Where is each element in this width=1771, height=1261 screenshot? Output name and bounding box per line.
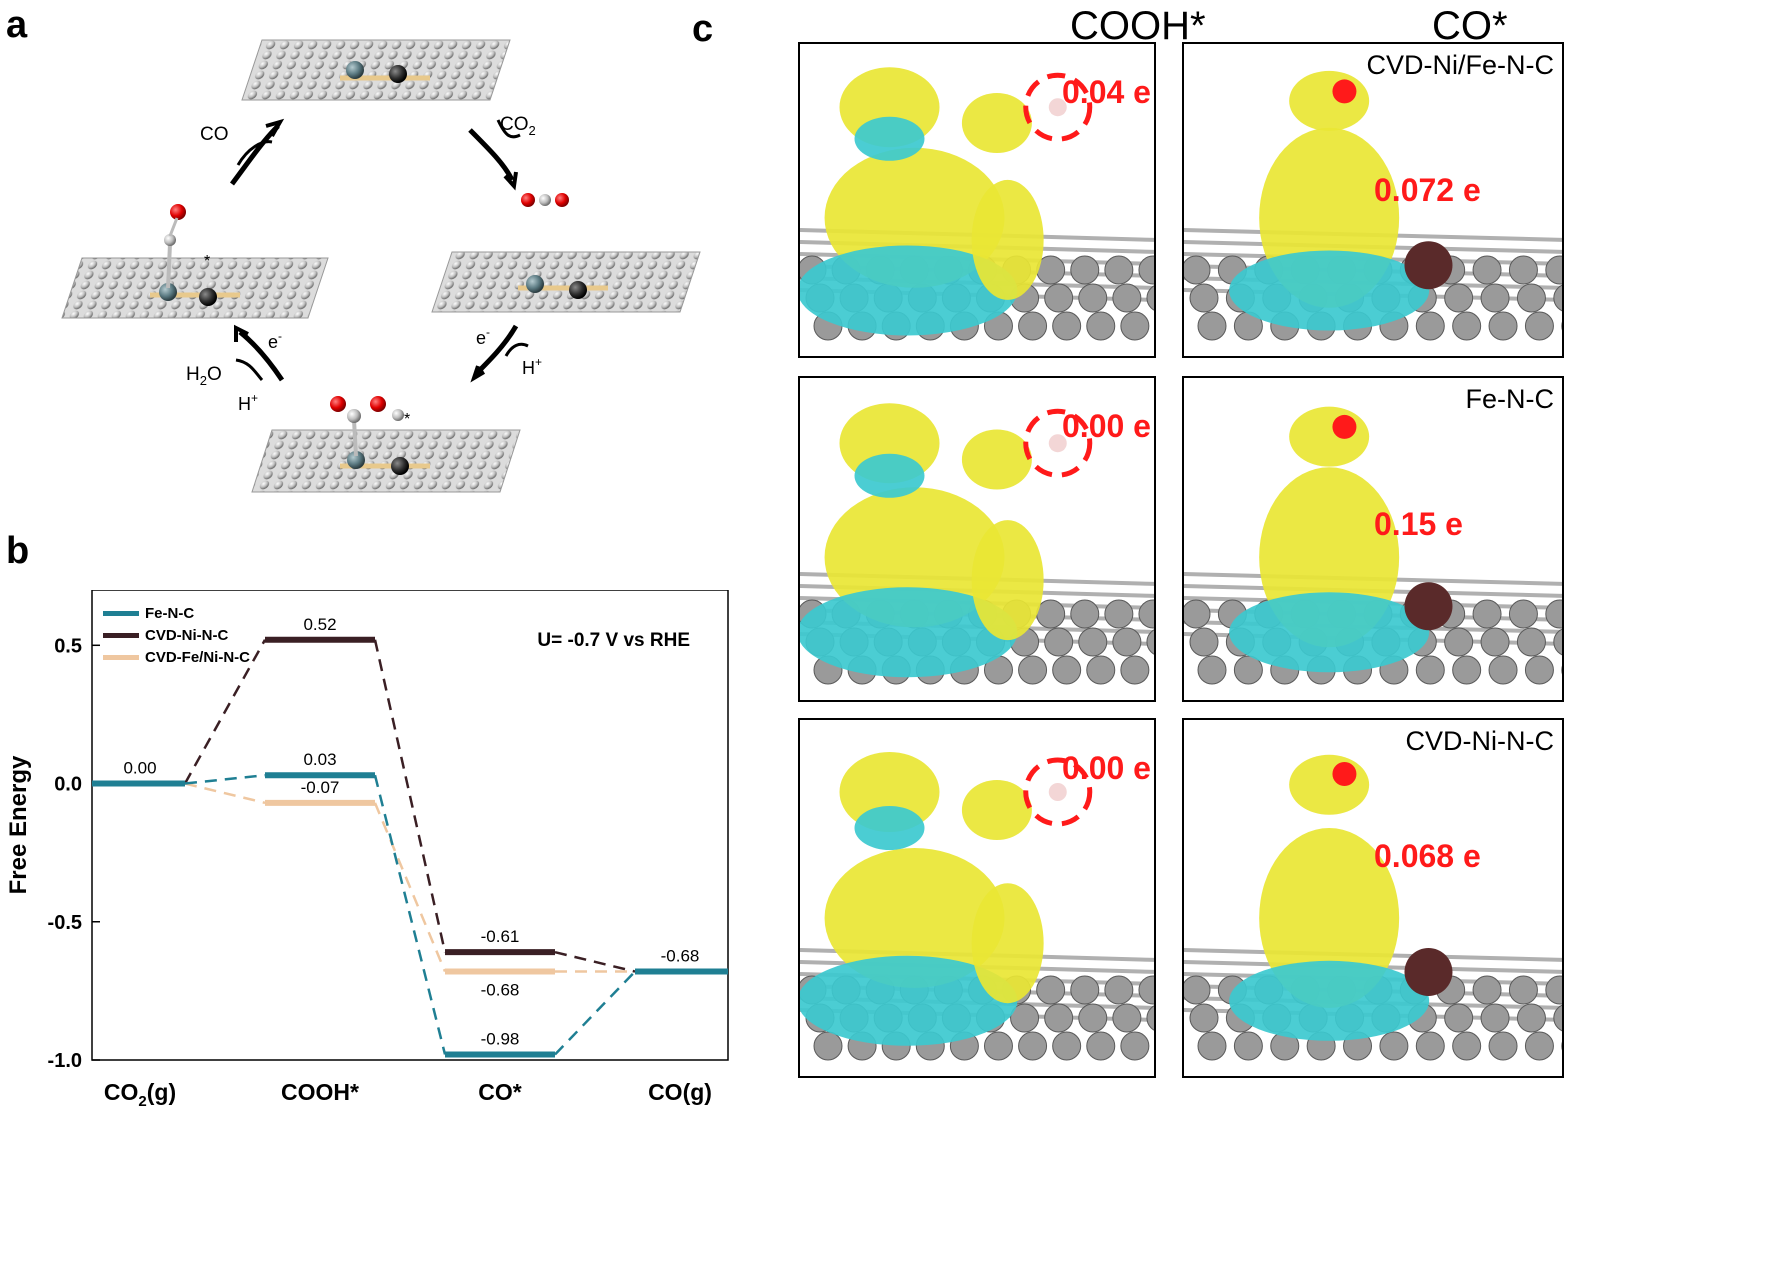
- co-charge-density-image-row-1: 0.072 e CVD-Ni/Fe-N-C: [1182, 42, 1564, 358]
- connector-Fe-N-C: [184, 773, 266, 785]
- connector-Fe-N-C: [373, 774, 447, 1055]
- y-tick-label: -1.0: [48, 1050, 82, 1072]
- data-label: 0.00: [123, 759, 156, 778]
- isosurface-render: [1184, 70, 1562, 341]
- cycle-arrows: [229, 118, 529, 383]
- cooh-charge-density-image-row-2: 0.00 e: [798, 376, 1156, 702]
- label-co: CO: [200, 124, 229, 145]
- data-label: -0.98: [481, 1029, 520, 1048]
- label-electron-left: e-: [268, 329, 282, 352]
- catalyst-sheet-top: [241, 39, 511, 101]
- arrow-co2-adsorb: [468, 128, 515, 182]
- y-tick-label: 0.5: [54, 635, 82, 657]
- legend-label: CVD-Fe/Ni-N-C: [145, 648, 250, 666]
- charge-transfer-label: 0.00 e: [1062, 750, 1151, 786]
- catalyst-sheet-bottom: [251, 396, 521, 493]
- legend-item: CVD-Ni-N-C: [103, 624, 250, 646]
- charge-transfer-label: 0.15 e: [1374, 506, 1463, 542]
- legend-swatch: [103, 654, 139, 660]
- data-label: -0.07: [301, 778, 340, 797]
- panel-letter-c: c: [692, 8, 714, 50]
- data-label: -0.68: [481, 981, 520, 1000]
- cooh-charge-density-image-row-3: 0.00 e: [798, 718, 1156, 1078]
- potential-condition: U= -0.7 V vs RHE: [537, 630, 690, 651]
- connector-CVD-Fe/Ni-N-C: [373, 802, 447, 973]
- y-tick-label: -0.5: [48, 912, 82, 934]
- isosurface-render: [1184, 406, 1562, 685]
- legend-item: CVD-Fe/Ni-N-C: [103, 646, 250, 668]
- label-star-left: *: [204, 253, 210, 270]
- material-label: CVD-Ni-N-C: [1405, 726, 1554, 756]
- data-label: -0.61: [481, 927, 520, 946]
- label-co2: CO2: [500, 114, 536, 138]
- panel-letter-b: b: [6, 530, 30, 572]
- material-label: Fe-N-C: [1465, 384, 1555, 414]
- co-charge-density-image-row-2: 0.15 e Fe-N-C: [1182, 376, 1564, 702]
- label-star-bottom: *: [404, 411, 410, 428]
- material-label: CVD-Ni/Fe-N-C: [1366, 50, 1554, 80]
- x-category-label: CO2(g): [104, 1079, 176, 1110]
- chart-legend: Fe-N-C CVD-Ni-N-C CVD-Fe/Ni-N-C: [103, 602, 250, 668]
- column-header-cooh: COOH*: [1070, 4, 1206, 48]
- legend-item: Fe-N-C: [103, 602, 250, 624]
- panel-a-reaction-cycle: a: [0, 0, 760, 600]
- plot-frame: [91, 589, 729, 1061]
- co-charge-density-image-row-3: 0.068 e CVD-Ni-N-C: [1182, 718, 1564, 1078]
- arrow-proton-electron-1: [474, 324, 519, 376]
- data-label: -0.68: [661, 947, 700, 966]
- charge-transfer-label: 0.00 e: [1062, 408, 1151, 444]
- y-axis-label: Free Energy: [5, 755, 32, 894]
- x-category-label: COOH*: [281, 1079, 359, 1105]
- charge-transfer-label: 0.072 e: [1374, 172, 1481, 208]
- connector-CVD-Ni-N-C: [183, 639, 267, 785]
- isosurface-render: [1184, 754, 1562, 1061]
- connector-CVD-Fe/Ni-N-C: [184, 782, 266, 805]
- catalyst-sheet-left: [61, 204, 329, 319]
- y-tick-label: 0.0: [54, 774, 82, 796]
- isosurface-render: [800, 403, 1154, 685]
- isosurface-render: [800, 67, 1154, 341]
- legend-label: Fe-N-C: [145, 604, 195, 622]
- label-proton-left: H+: [238, 391, 258, 414]
- label-electron-right: e-: [476, 325, 490, 348]
- co2-molecule: [521, 193, 569, 207]
- x-category-label: CO(g): [648, 1079, 712, 1105]
- column-header-co: CO*: [1432, 4, 1508, 48]
- label-water: H2O: [186, 364, 222, 388]
- label-proton-right: H+: [522, 355, 542, 378]
- charge-transfer-label: 0.04 e: [1062, 74, 1151, 110]
- data-label: 0.03: [303, 750, 336, 769]
- x-category-label: CO*: [478, 1079, 522, 1105]
- connector-CVD-Ni-N-C: [554, 950, 636, 973]
- legend-swatch: [103, 610, 139, 616]
- connector-CVD-Ni-N-C: [373, 639, 447, 953]
- legend-swatch: [103, 632, 139, 638]
- data-label: 0.52: [303, 615, 336, 634]
- cooh-charge-density-image-row-1: 0.04 e: [798, 42, 1156, 358]
- isosurface-render: [800, 752, 1154, 1061]
- charge-transfer-label: 0.068 e: [1374, 838, 1481, 874]
- arrow-proton-electron-2: [238, 330, 285, 382]
- panel-letter-a: a: [6, 4, 28, 46]
- legend-label: CVD-Ni-N-C: [145, 626, 229, 644]
- reaction-cycle-figure: CO CO2 e- H+ e- H2O H+ * *: [61, 39, 701, 493]
- catalyst-sheet-right: [431, 251, 701, 313]
